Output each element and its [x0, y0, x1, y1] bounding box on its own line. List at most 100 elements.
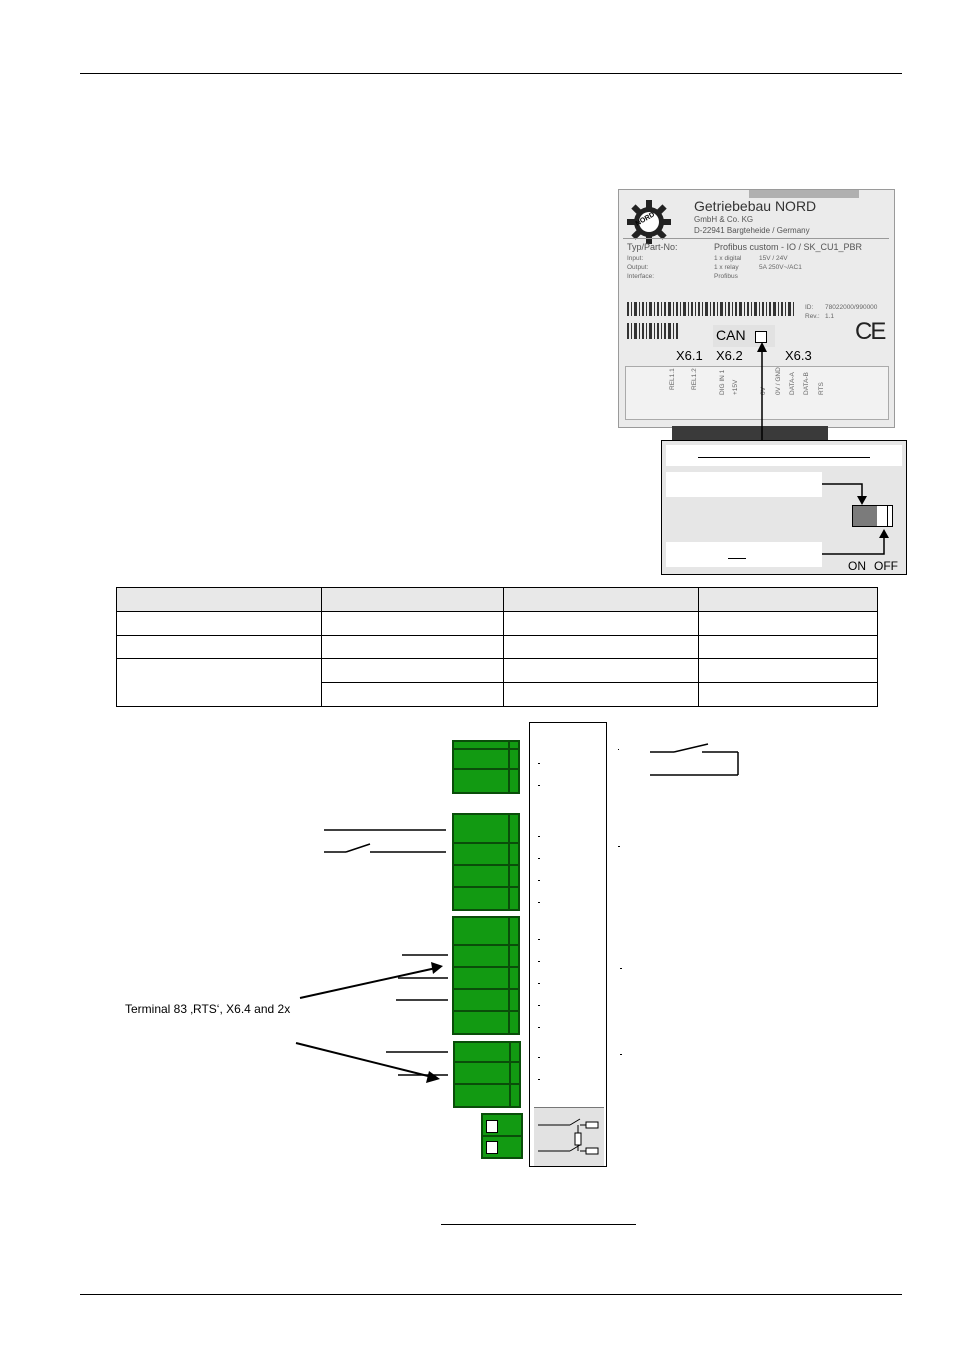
block-divider	[454, 748, 518, 750]
type-value: Profibus custom - IO / SK_CU1_PBR	[714, 242, 863, 252]
terminal-15v: +15V	[732, 379, 739, 395]
terminal-data-a: DATA-A	[789, 372, 796, 395]
company-line3: D-22941 Bargteheide / Germany	[694, 226, 810, 235]
table-cell	[116, 587, 322, 612]
table-cell	[116, 610, 322, 636]
pin-mark	[538, 902, 540, 903]
digital-input-wiring	[324, 829, 446, 853]
interface-label: Interface:	[627, 273, 655, 280]
table-cell	[116, 658, 322, 707]
dip-switch-block	[481, 1113, 523, 1159]
dip-switch-slider	[853, 506, 877, 526]
block-divider	[454, 944, 518, 946]
pin-mark	[538, 1079, 540, 1080]
pin-mark	[538, 880, 540, 881]
can-label: CAN	[716, 327, 746, 343]
pin-mark	[538, 983, 540, 984]
terminal-rts: RTS	[818, 382, 825, 395]
pin-mark	[620, 968, 622, 969]
spec-table	[116, 587, 878, 707]
dip-switch	[852, 505, 893, 527]
pin-mark	[538, 785, 540, 786]
interface-value: Profibus	[714, 273, 738, 280]
pin-mark	[538, 763, 540, 764]
table-cell	[698, 587, 878, 612]
terminal-block-x63	[452, 916, 520, 1035]
callout-field-top	[666, 472, 822, 497]
callout-header-bar	[666, 445, 902, 466]
pin-mark	[618, 846, 620, 847]
block-divider	[454, 966, 518, 968]
block-divider	[455, 1083, 519, 1085]
table-cell	[321, 610, 504, 636]
block-divider	[454, 886, 518, 888]
terminal-rel11: REL1.1	[669, 368, 676, 390]
block-side	[508, 742, 510, 792]
pin-mark	[538, 961, 540, 962]
table-cell	[503, 658, 699, 684]
block-divider	[454, 1010, 518, 1012]
rev-value: 1.1	[825, 313, 835, 320]
table-cell	[321, 682, 504, 707]
on-label: ON	[848, 559, 866, 573]
terminal-block-x61	[452, 740, 520, 794]
off-label: OFF	[874, 559, 898, 573]
output-label: Output:	[627, 264, 649, 271]
id-label: ID:	[805, 304, 814, 311]
input-value1: 1 x digital	[714, 255, 742, 262]
table-row	[117, 682, 878, 707]
barcode-2	[627, 323, 678, 339]
termination-network	[534, 1107, 604, 1166]
input-label: Input:	[627, 255, 644, 262]
input-value2: 15V / 24V	[759, 255, 788, 262]
x63-label: X6.3	[785, 348, 812, 363]
callout-field-underline	[728, 558, 746, 559]
x62-label: X6.2	[716, 348, 743, 363]
table-cell	[321, 634, 504, 660]
dip-switch-1	[486, 1120, 498, 1133]
footer-rule	[80, 1294, 902, 1295]
terminal-rel12: REL1.2	[691, 368, 698, 390]
pin-mark	[538, 858, 540, 859]
company-name: Getriebebau NORD	[694, 198, 817, 214]
caption-underline	[441, 1224, 636, 1225]
table-header-row	[116, 587, 878, 612]
termination-resistor-icon	[538, 1118, 599, 1155]
nord-logo-icon	[627, 200, 671, 244]
dip-switch-divider	[887, 506, 888, 526]
table-cell	[698, 634, 878, 660]
can-switch-indicator	[755, 331, 767, 343]
terminal-digin1: DIG IN 1	[719, 369, 726, 395]
terminal-0v-gnd: 0V / GND	[775, 367, 782, 395]
module-schematic	[529, 722, 607, 1167]
block-divider	[454, 988, 518, 990]
terminal-data-b: DATA-B	[803, 372, 810, 395]
output-value2: 5A 250V~/AC1	[759, 264, 802, 271]
block-divider	[483, 1135, 521, 1137]
table-cell	[503, 634, 699, 660]
block-divider	[455, 1061, 519, 1063]
block-side	[509, 1043, 511, 1106]
type-label: Typ/Part-No:	[627, 242, 678, 252]
block-side	[508, 918, 510, 1033]
rev-label: Rev.:	[805, 313, 820, 320]
pin-mark	[538, 1005, 540, 1006]
header-rule	[80, 73, 902, 74]
id-value: 78022000/990000	[825, 304, 878, 311]
terminal-annotation: Terminal 83 ‚RTS‘, X6.4 and 2x	[125, 1002, 291, 1016]
table-cell	[503, 587, 699, 612]
terminal-label-area	[625, 366, 889, 420]
terminal-block-x64	[453, 1041, 521, 1108]
table-cell	[321, 658, 504, 684]
dip-switch-2	[486, 1141, 498, 1154]
x61-label: X6.1	[676, 348, 703, 363]
pin-mark	[620, 1054, 622, 1055]
ce-mark: CE	[855, 318, 886, 345]
table-cell	[503, 682, 699, 707]
table-cell	[321, 587, 504, 612]
table-cell	[503, 610, 699, 636]
can-arrow	[757, 342, 767, 444]
callout-field-bottom	[666, 542, 822, 567]
callout-arrows	[822, 483, 889, 555]
top-connector	[749, 190, 859, 198]
